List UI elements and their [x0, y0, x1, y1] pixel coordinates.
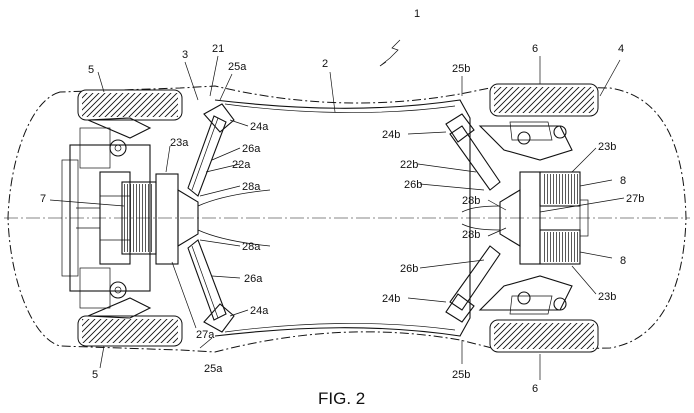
label-26b-bottom: 26b — [400, 263, 418, 275]
label-8-bottom: 8 — [620, 255, 626, 267]
label-28b-top: 28b — [462, 195, 480, 207]
rear-struts — [445, 113, 501, 323]
rear-motor-bottom — [539, 229, 581, 265]
vehicle-outline — [7, 85, 687, 353]
label-4: 4 — [618, 43, 624, 55]
label-6-top: 6 — [532, 43, 538, 55]
label-24a-bottom: 24a — [250, 305, 269, 317]
label-21: 21 — [212, 43, 224, 55]
rear-wheel-bottom — [489, 319, 599, 353]
leader-lines — [49, 39, 625, 380]
front-wheel-bottom — [77, 315, 183, 347]
label-28b-bottom: 28b — [462, 229, 480, 241]
label-2: 2 — [322, 58, 328, 70]
label-25a-top: 25a — [228, 61, 247, 73]
label-27a: 27a — [196, 329, 215, 341]
label-28a-bottom: 28a — [242, 241, 261, 253]
label-23b-top: 23b — [598, 141, 616, 153]
label-23b-bottom: 23b — [598, 291, 616, 303]
floor-panel — [214, 99, 471, 337]
label-1: 1 — [414, 8, 420, 20]
label-24a-top: 24a — [250, 121, 269, 133]
label-5-bottom: 5 — [92, 369, 98, 381]
front-mount-block — [155, 173, 199, 265]
label-25b-top: 25b — [452, 63, 470, 75]
label-6-bottom: 6 — [532, 383, 538, 395]
label-26a-top: 26a — [242, 143, 261, 155]
label-25a-bottom: 25a — [204, 363, 223, 375]
front-struts — [187, 103, 271, 333]
label-8-top: 8 — [620, 175, 626, 187]
rear-mount-block — [499, 171, 589, 265]
label-23a: 23a — [170, 137, 189, 149]
label-24b-top: 24b — [382, 129, 400, 141]
label-22b: 22b — [400, 159, 418, 171]
label-22a: 22a — [232, 159, 251, 171]
front-motor — [121, 181, 157, 255]
front-wheel-top — [77, 89, 183, 121]
label-25b-bottom: 25b — [452, 369, 470, 381]
label-26b-top: 26b — [404, 179, 422, 191]
label-3: 3 — [182, 49, 188, 61]
rear-wheel-top — [489, 83, 599, 117]
label-7: 7 — [40, 193, 46, 205]
label-24b-bottom: 24b — [382, 293, 400, 305]
label-27b: 27b — [626, 193, 644, 205]
rear-suspension-assembly — [478, 121, 573, 315]
label-28a-top: 28a — [242, 181, 261, 193]
rear-motor-top — [539, 171, 581, 207]
label-5-top: 5 — [88, 64, 94, 76]
figure-caption: FIG. 2 — [318, 389, 365, 408]
front-suspension-assembly — [61, 117, 152, 319]
label-26a-bottom: 26a — [244, 273, 263, 285]
